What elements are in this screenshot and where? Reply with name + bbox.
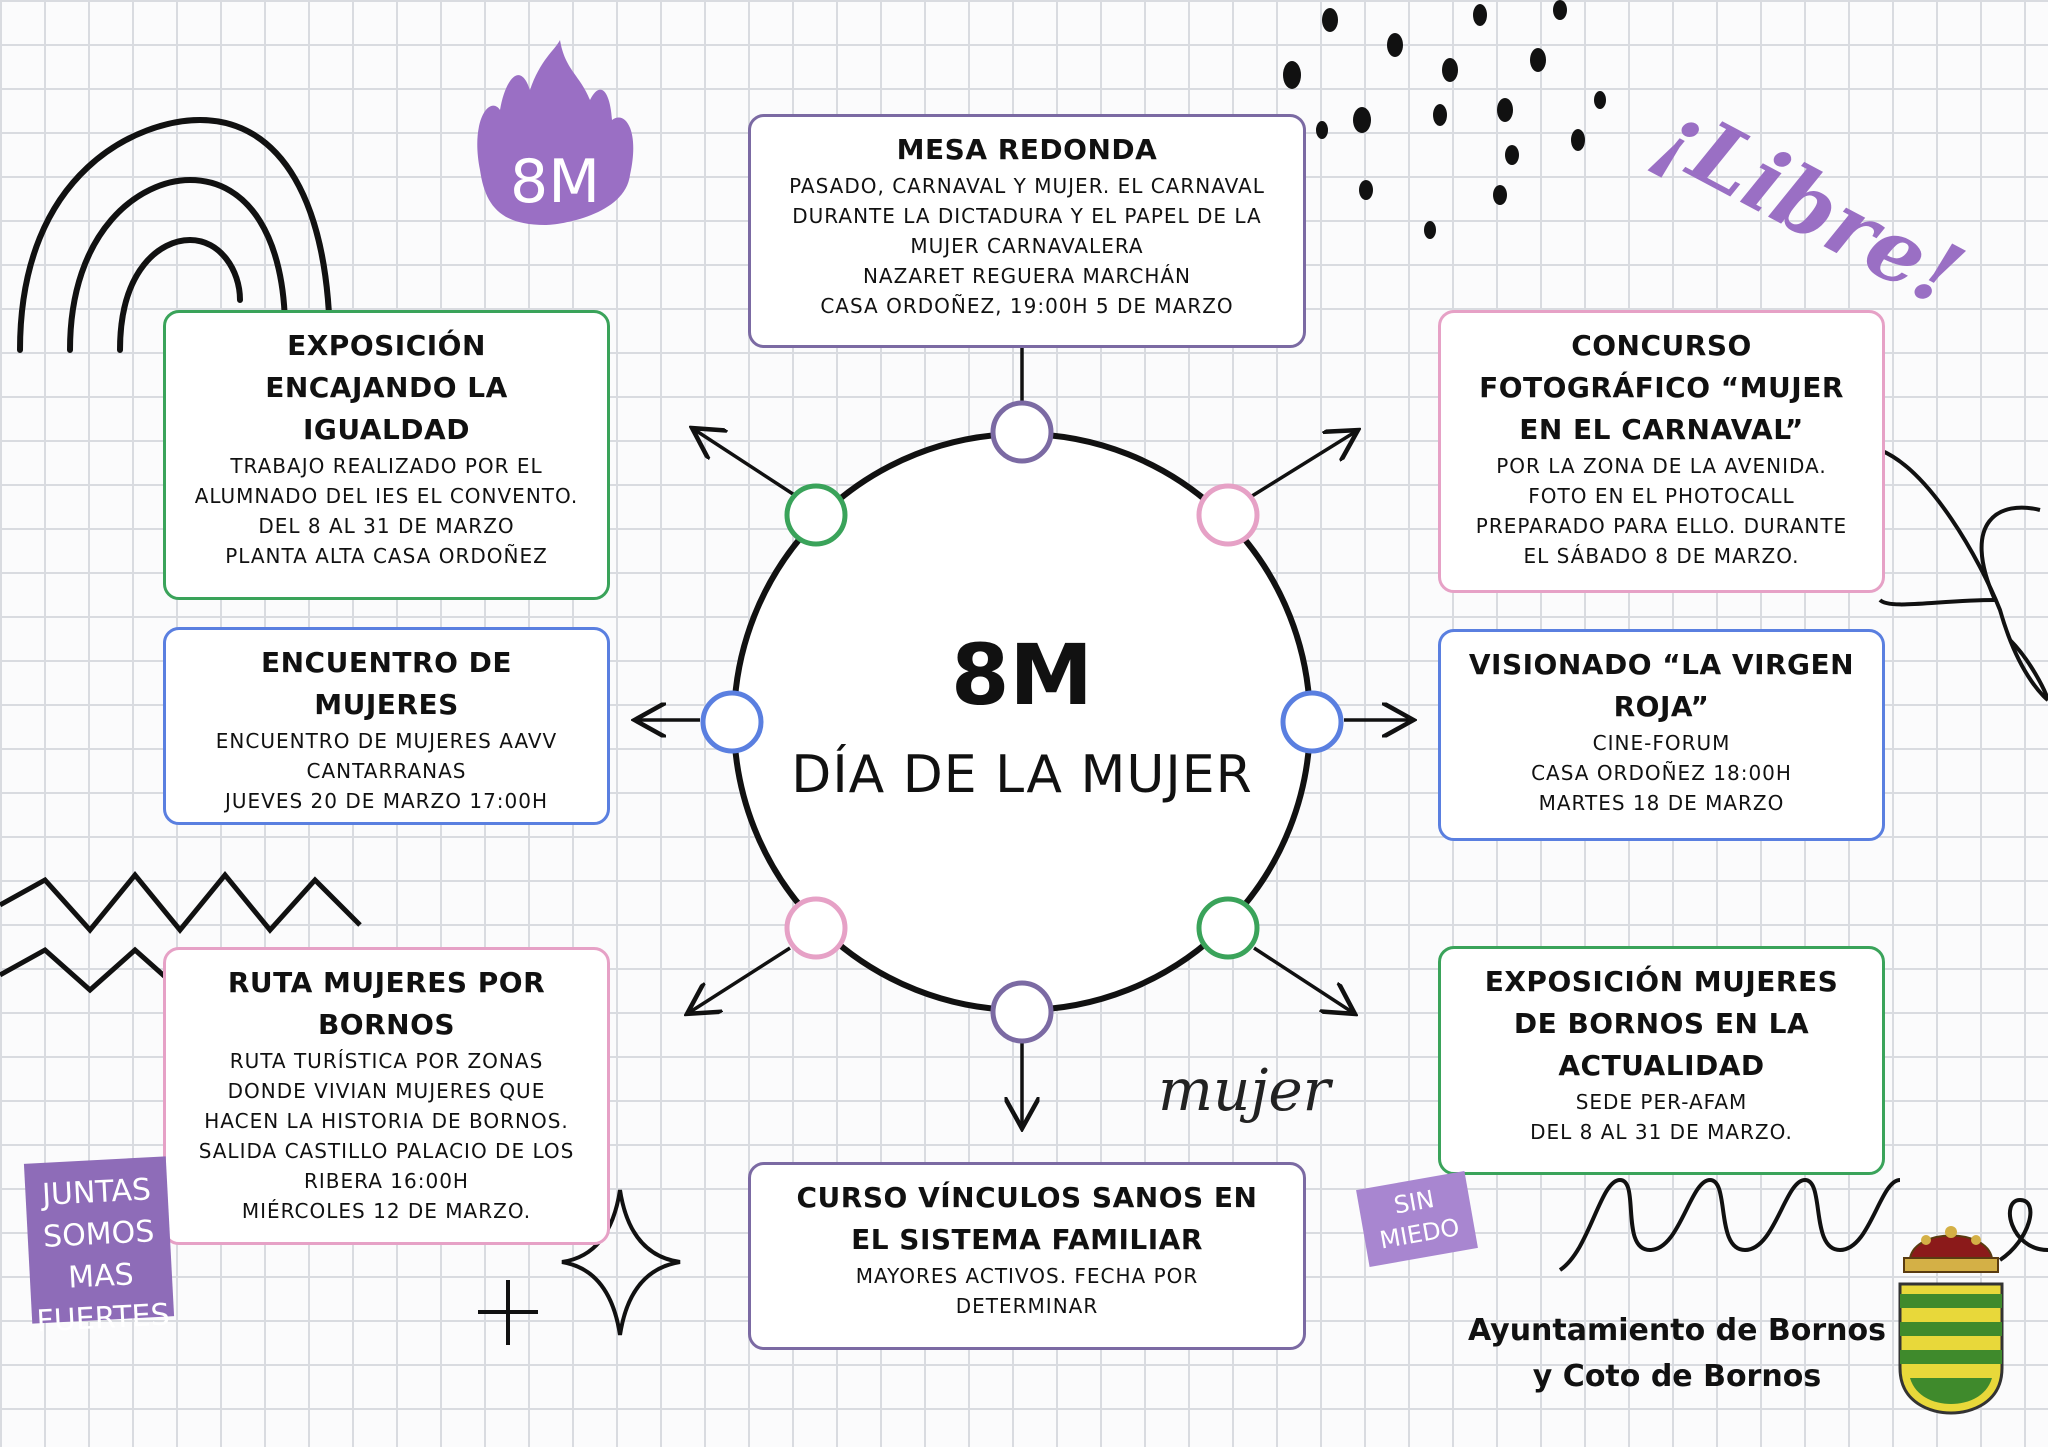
node-bottom-right (1196, 896, 1260, 960)
card-mesa-redonda: MESA REDONDA PASADO, CARNAVAL Y MUJER. E… (748, 114, 1306, 348)
card-title: MESA REDONDA (896, 133, 1158, 166)
card-body: TRABAJO REALIZADO POR EL ALUMNADO DEL IE… (194, 454, 579, 568)
card-body: POR LA ZONA DE LA AVENIDA. FOTO EN EL PH… (1475, 454, 1848, 568)
ink-drops-decoration (1283, 0, 1606, 239)
card-title: EXPOSICIÓN MUJERES DE BORNOS EN LA ACTUA… (1484, 965, 1839, 1082)
center-subtitle: DÍA DE LA MUJER (791, 745, 1253, 805)
sparkle-doodle (478, 1189, 681, 1345)
mujer-lettering: mujer (1158, 1056, 1331, 1124)
card-title: EXPOSICIÓN ENCAJANDO LA IGUALDAD (265, 329, 508, 446)
node-top (990, 400, 1054, 464)
card-ruta-mujeres: RUTA MUJERES POR BORNOS RUTA TURÍSTICA P… (163, 947, 610, 1245)
card-visionado: VISIONADO “LA VIRGEN ROJA” CINE-FORUM CA… (1438, 629, 1885, 841)
card-body: MAYORES ACTIVOS. FECHA POR DETERMINAR (855, 1264, 1199, 1318)
node-bottom-left (784, 896, 848, 960)
rainbow-doodle (17, 116, 333, 353)
node-circles (700, 400, 1344, 1044)
card-curso-vinculos: CURSO VÍNCULOS SANOS EN EL SISTEMA FAMIL… (748, 1162, 1306, 1350)
zigzag-doodle (0, 871, 362, 994)
loops-doodle (1558, 1177, 2048, 1272)
card-encuentro-mujeres: ENCUENTRO DE MUJERES ENCUENTRO DE MUJERE… (163, 627, 610, 825)
card-exposicion-igualdad: EXPOSICIÓN ENCAJANDO LA IGUALDAD TRABAJO… (163, 310, 610, 600)
coat-of-arms-emblem (1898, 1226, 2004, 1415)
card-body: SEDE PER-AFAM DEL 8 AL 31 DE MARZO. (1530, 1090, 1793, 1144)
card-body: CINE-FORUM CASA ORDOÑEZ 18:00H MARTES 18… (1531, 731, 1792, 815)
ayuntamiento-label: Ayuntamiento de Bornos y Coto de Bornos (1467, 1313, 1886, 1394)
center-title: 8M (950, 626, 1094, 724)
flame-badge-label: 8M (510, 147, 600, 217)
card-title: CONCURSO FOTOGRÁFICO “MUJER EN EL CARNAV… (1479, 329, 1844, 446)
node-left (700, 690, 764, 754)
card-title: RUTA MUJERES POR BORNOS (227, 966, 546, 1041)
node-top-left (784, 483, 848, 547)
card-body: PASADO, CARNAVAL Y MUJER. EL CARNAVAL DU… (789, 174, 1265, 318)
card-title: VISIONADO “LA VIRGEN ROJA” (1468, 648, 1855, 723)
node-bottom (990, 980, 1054, 1044)
node-top-right (1196, 483, 1260, 547)
card-body: ENCUENTRO DE MUJERES AAVV CANTARRANAS JU… (215, 729, 558, 813)
flame-badge-8m (477, 40, 634, 225)
connectors (638, 348, 1410, 1125)
juntas-protest-sign: JUNTAS SOMOS MAS FUERTES (23, 1156, 175, 1339)
card-title: CURSO VÍNCULOS SANOS EN EL SISTEMA FAMIL… (796, 1181, 1258, 1256)
card-concurso-fotografico: CONCURSO FOTOGRÁFICO “MUJER EN EL CARNAV… (1438, 310, 1885, 593)
card-body: RUTA TURÍSTICA POR ZONAS DONDE VIVIAN MU… (198, 1049, 575, 1223)
leaf-doodle (1878, 448, 2048, 702)
card-exposicion-mujeres-bornos: EXPOSICIÓN MUJERES DE BORNOS EN LA ACTUA… (1438, 946, 1885, 1175)
card-title: ENCUENTRO DE MUJERES (261, 646, 512, 721)
node-right (1280, 690, 1344, 754)
